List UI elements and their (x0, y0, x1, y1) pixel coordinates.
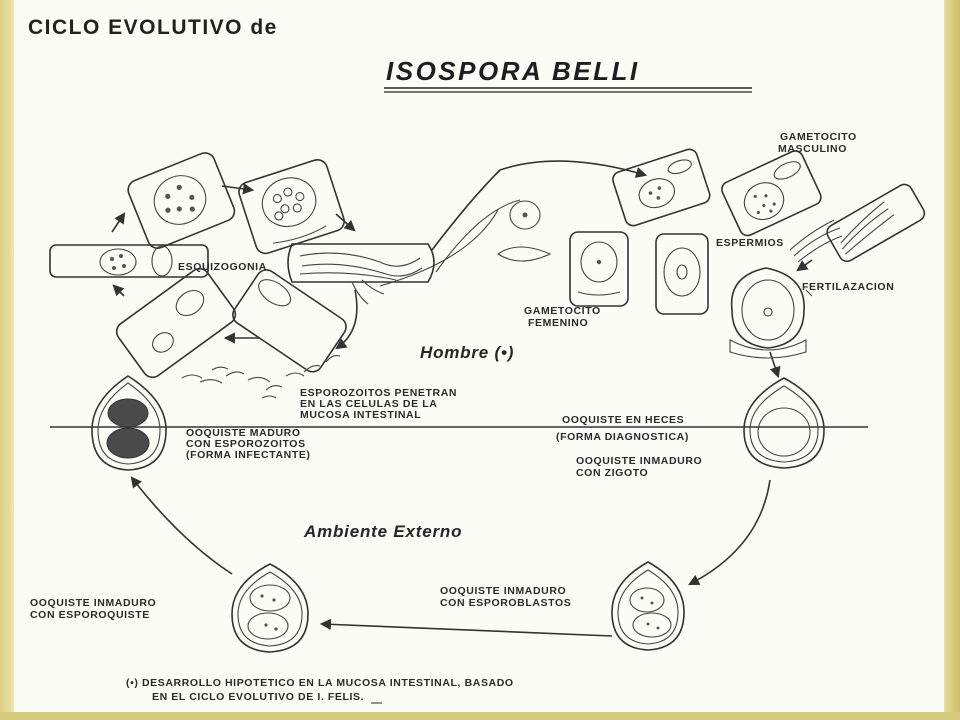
title-line2: ISOSPORA BELLI (386, 56, 640, 86)
label-ooquiste-heces-2: (FORMA DIAGNOSTICA) (556, 431, 689, 443)
label-gametocito-masculino-1: GAMETOCITO (780, 131, 857, 143)
schizont-cell-3 (49, 244, 209, 278)
arrow-s2-s4 (335, 213, 356, 232)
female-gametocyte-cell-1 (569, 231, 629, 307)
arrow-to-feces (769, 351, 781, 379)
gametogony: GAMETOCITO MASCULINO ESPERMIOS FERTILAZA… (379, 131, 926, 359)
arrow-to-gametocytes (431, 160, 648, 251)
schizont-cell-6 (232, 269, 347, 373)
label-ooquiste-esporoblastos-1: OOQUISTE INMADURO (440, 585, 566, 597)
female-gametocyte-cell-2 (655, 233, 709, 315)
male-gametocyte-cell-2 (721, 150, 822, 237)
arrow-release (335, 289, 358, 350)
oocyst-in-feces (743, 377, 825, 469)
title-line1: CICLO EVOLUTIVO de (28, 16, 278, 39)
label-ooquiste-esporoquiste-2: CON ESPOROQUISTE (30, 609, 150, 621)
arrow-to-sporoblasts (688, 479, 771, 586)
schizogony-cycle: ESQUIZOGONIA (49, 152, 435, 379)
oocyst-sporocysts (231, 563, 309, 653)
arrow-to-mature (130, 476, 233, 575)
schizont-cell-2 (238, 158, 345, 255)
arrow-s5-s3 (112, 284, 125, 297)
label-ooquiste-maduro-2: CON ESPOROZOITOS (186, 438, 306, 450)
male-gametocyte-cell-1 (612, 148, 711, 227)
label-esporozoitos-2: EN LAS CELULAS DE LA (300, 398, 437, 410)
arrow-s3-s1 (111, 212, 126, 233)
schizont-cell-5 (115, 267, 237, 379)
label-espermios: ESPERMIOS (716, 237, 784, 249)
arrow-sperm (796, 259, 813, 272)
label-ooquiste-maduro-1: OOQUISTE MADURO (186, 427, 301, 439)
label-ooquiste-heces-1: OOQUISTE EN HECES (562, 414, 684, 426)
rupturing-schizont (287, 243, 435, 305)
zone-environment-label: Ambiente Externo (303, 522, 462, 541)
zone-host-label: Hombre (•) (420, 343, 514, 362)
label-ooquiste-esporoquiste-1: OOQUISTE INMADURO (30, 597, 156, 609)
label-ooquiste-zigoto-1: OOQUISTE INMADURO (576, 455, 702, 467)
label-ooquiste-zigoto-2: CON ZIGOTO (576, 467, 648, 479)
label-ooquiste-maduro-3: (FORMA INFECTANTE) (186, 449, 311, 461)
arrow-s1-s2 (221, 183, 255, 195)
label-esquizogonia: ESQUIZOGONIA (178, 261, 267, 273)
sperm-release (826, 183, 926, 263)
label-esporozoitos-1: ESPOROZOITOS PENETRAN (300, 387, 457, 399)
oocyst-sporoblasts (611, 561, 685, 651)
sporozoites (181, 355, 341, 399)
mature-oocyst (91, 375, 167, 471)
arrow-to-sporocysts (319, 618, 613, 637)
label-gametocito-masculino-2: MASCULINO (778, 143, 847, 155)
label-gametocito-femenino-2: FEMENINO (528, 317, 588, 329)
label-gametocito-femenino-1: GAMETOCITO (524, 305, 601, 317)
footnote-line2: EN EL CICLO EVOLUTIVO DE I. FELIS. (152, 691, 364, 703)
label-ooquiste-esporoblastos-2: CON ESPOROBLASTOS (440, 597, 571, 609)
schizont-cell-1 (127, 152, 236, 249)
label-fertilizacion: FERTILAZACION (802, 281, 894, 293)
bottom-band (0, 712, 960, 720)
fertilized-macrogamete (729, 267, 807, 359)
footnote-line1: (•) DESARROLLO HIPOTETICO EN LA MUCOSA I… (126, 677, 514, 689)
label-esporozoitos-3: MUCOSA INTESTINAL (300, 409, 421, 421)
